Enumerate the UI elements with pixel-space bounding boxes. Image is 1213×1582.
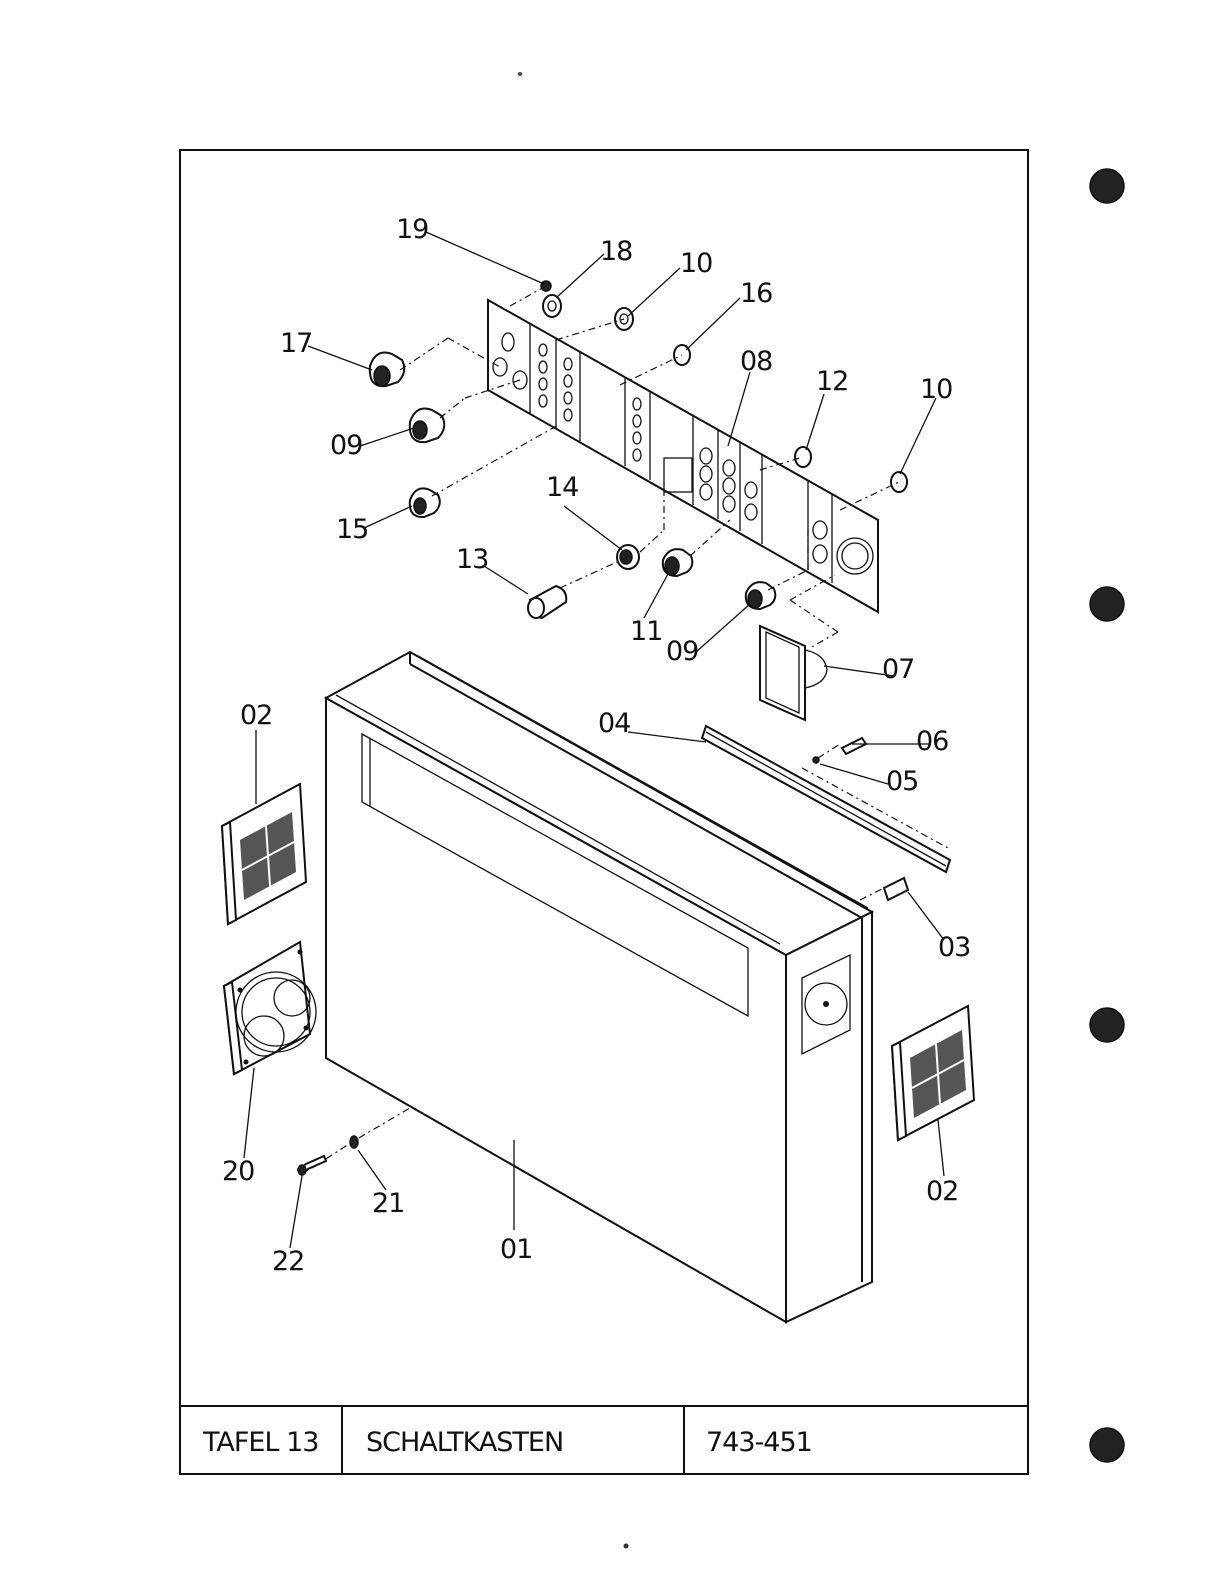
callout-07: 07: [882, 654, 914, 685]
callout-10-right: 10: [920, 374, 952, 405]
callout-20: 20: [222, 1156, 254, 1187]
punch-hole-1: [1090, 169, 1124, 203]
punch-hole-4: [1090, 1428, 1124, 1462]
callout-13: 13: [456, 544, 488, 575]
callout-18: 18: [600, 236, 632, 267]
callout-14: 14: [546, 472, 578, 503]
enclosure-box: [326, 652, 872, 1322]
punch-hole-3: [1090, 1008, 1124, 1042]
callout-06: 06: [916, 726, 948, 757]
callout-09-upper: 09: [330, 430, 362, 461]
callout-19: 19: [396, 214, 428, 245]
callout-16: 16: [740, 278, 772, 309]
callout-08: 08: [740, 346, 772, 377]
callout-22: 22: [272, 1246, 304, 1277]
fan-unit: [224, 942, 316, 1074]
punch-hole-2: [1090, 587, 1124, 621]
assembly-name: SCHALTKASTEN: [366, 1427, 563, 1458]
plate-number: TAFEL 13: [202, 1427, 318, 1458]
callout-17: 17: [280, 328, 312, 359]
callout-04: 04: [598, 708, 630, 739]
callout-01: 01: [500, 1234, 532, 1265]
drawing-number: 743-451: [706, 1427, 812, 1458]
screw-and-washer: [298, 1136, 358, 1175]
callout-09-lower: 09: [666, 636, 698, 667]
callout-11: 11: [630, 616, 662, 647]
callout-05: 05: [886, 766, 918, 797]
vent-grille-right: [892, 1006, 974, 1140]
callout-02-right: 02: [926, 1176, 958, 1207]
callout-21: 21: [372, 1188, 404, 1219]
callout-02-left: 02: [240, 700, 272, 731]
callout-15: 15: [336, 514, 368, 545]
callout-03: 03: [938, 932, 970, 963]
callout-12: 12: [816, 366, 848, 397]
vent-grille-left: [222, 784, 306, 924]
callout-10-top: 10: [680, 248, 712, 279]
